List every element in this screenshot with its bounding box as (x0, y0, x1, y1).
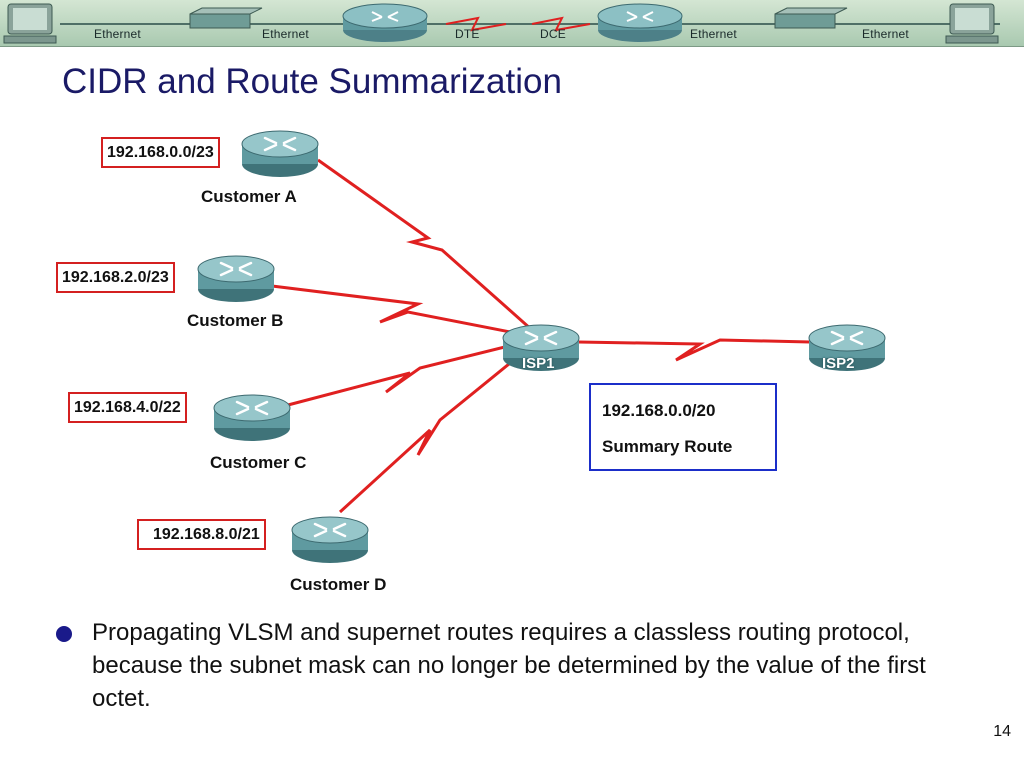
network-diagram (196, 129, 887, 565)
switch-icon (189, 7, 263, 29)
customer-c-prefix-box: 192.168.4.0/22 (68, 392, 187, 423)
customer-a-prefix: 192.168.0.0/23 (107, 144, 214, 161)
link-customer-c-isp1 (287, 336, 542, 407)
router-icon (240, 129, 320, 179)
banner-label: Ethernet (94, 27, 141, 41)
customer-a-prefix-box: 192.168.0.0/23 (101, 137, 220, 168)
serial-links (271, 158, 811, 514)
customer-b-prefix-box: 192.168.2.0/23 (56, 262, 175, 293)
customer-b-label: Customer B (187, 311, 284, 330)
summary-prefix: 192.168.0.0/20 (602, 401, 716, 420)
page-number: 14 (993, 723, 1011, 740)
customer-d-prefix-box: 192.168.8.0/21 (137, 519, 266, 550)
link-isp1-isp2 (577, 338, 811, 362)
banner-label: DCE (540, 27, 566, 41)
router-icon (597, 3, 683, 42)
summary-route-box: 192.168.0.0/20 Summary Route (589, 383, 777, 471)
computer-icon (945, 3, 999, 44)
computer-icon (3, 3, 57, 44)
link-customer-b-isp1 (271, 284, 542, 340)
banner-graphics (3, 3, 1000, 44)
bullet-dot-icon (56, 626, 72, 642)
banner-label: Ethernet (862, 27, 909, 41)
router-icon (196, 254, 276, 304)
router-icon (290, 515, 370, 565)
bullet-point: Propagating VLSM and supernet routes req… (56, 616, 956, 715)
customer-d-label: Customer D (290, 575, 387, 594)
banner-label: Ethernet (690, 27, 737, 41)
router-icon (212, 393, 292, 443)
customer-b-prefix: 192.168.2.0/23 (62, 269, 169, 286)
summary-label: Summary Route (602, 437, 733, 456)
link-customer-d-isp1 (338, 336, 542, 514)
top-banner: Ethernet Ethernet DTE DCE Ethernet Ether… (0, 0, 1024, 47)
customer-a-label: Customer A (201, 187, 297, 206)
switch-icon (774, 7, 848, 29)
isp1-label: ISP1 (522, 355, 555, 372)
banner-label: Ethernet (262, 27, 309, 41)
page-title: CIDR and Route Summarization (62, 62, 562, 101)
customer-c-label: Customer C (210, 453, 307, 472)
isp2-label: ISP2 (822, 355, 855, 372)
banner-label: DTE (455, 27, 480, 41)
serial-link-icon (445, 16, 591, 32)
bullet-text: Propagating VLSM and supernet routes req… (92, 619, 926, 712)
link-customer-a-isp1 (317, 158, 542, 340)
customer-d-prefix: 192.168.8.0/21 (153, 526, 260, 543)
router-icon (342, 3, 428, 42)
customer-c-prefix: 192.168.4.0/22 (74, 399, 181, 416)
